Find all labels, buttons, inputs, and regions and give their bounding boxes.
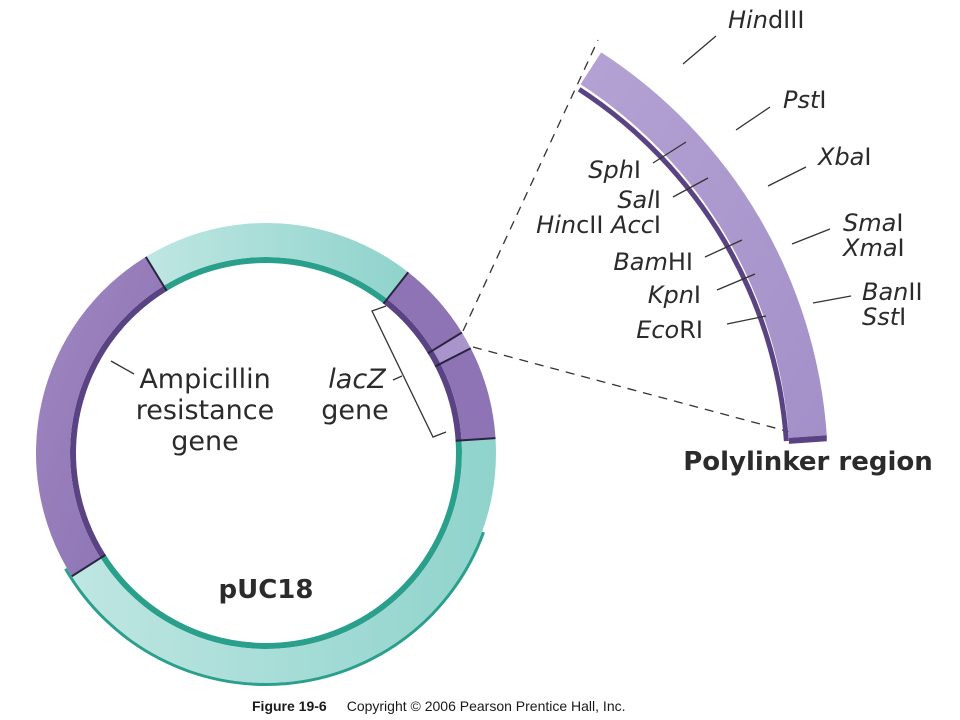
segment-boundary: [144, 256, 168, 292]
label-hincii-acci: HincII AccI: [536, 211, 661, 239]
label-xbai: XbaI: [816, 143, 871, 171]
label-ecori: EcoRI: [636, 316, 703, 344]
polylinker-arc-body: [580, 52, 827, 438]
plasmid-ring: [36, 223, 497, 686]
lacz-bracket: [371, 305, 447, 438]
tick-banii: [812, 295, 852, 304]
lacz-label-line2: gene: [321, 395, 388, 426]
segment-lacz-upper-edge: [383, 298, 433, 354]
label-sphi: SphI: [588, 156, 641, 184]
segment-boundary: [382, 271, 410, 305]
copyright-text: Copyright © 2006 Pearson Prentice Hall, …: [347, 698, 626, 714]
segment-backbone-top-edge: [163, 257, 388, 304]
label-psti: PstI: [783, 86, 826, 114]
label-banii: BanII: [862, 278, 923, 306]
figure-number: Figure 19-6: [252, 698, 327, 714]
figure-caption: Figure 19-6 Copyright © 2006 Pearson Pren…: [252, 698, 626, 714]
zoom-line-bottom: [472, 346, 791, 433]
tick-sphi: [652, 141, 687, 164]
segment-boundary: [434, 347, 472, 368]
lacz-label-line1: lacZ: [328, 364, 386, 395]
amp-leader-line: [110, 360, 135, 375]
zoom-line-top: [462, 39, 599, 332]
tick-sali: [672, 177, 709, 198]
segment-backbone-bottom: [71, 438, 497, 683]
tick-psti: [735, 106, 771, 131]
amp-label-line3: gene: [171, 426, 238, 457]
tick-xbai: [767, 166, 807, 187]
polylinker-title: Polylinker region: [683, 447, 933, 477]
polylinker-arc: [577, 52, 827, 444]
segment-lacz-lower-edge: [435, 363, 462, 441]
label-kpni: KpnI: [648, 281, 701, 309]
segment-lacz-lower: [440, 348, 496, 441]
tick-kpni: [716, 273, 756, 291]
tick-bamhi: [704, 239, 743, 258]
segment-ampicillin: [36, 256, 164, 577]
segment-boundary: [427, 331, 463, 355]
label-sali: SalI: [617, 186, 661, 214]
segment-backbone-top: [145, 223, 409, 299]
enzyme-labels: HindIII PstI XbaI SphI SalI HincII AccI …: [536, 6, 922, 344]
segment-boundary: [455, 437, 496, 442]
amp-label-line1: Ampicillin: [139, 364, 270, 395]
tick-hindiii: [682, 35, 717, 65]
plasmid-name: pUC18: [219, 575, 314, 605]
lacz-bracket-tick: [392, 375, 403, 381]
segment-lacz-upper: [387, 272, 462, 351]
label-bamhi: BamHI: [613, 248, 693, 276]
segment-polylinker: [432, 332, 471, 364]
tick-smai: [791, 228, 831, 245]
segment-polylinker-edge: [427, 350, 441, 367]
amp-label-line2: resistance: [136, 395, 274, 426]
polylinker-arc-endcap: [788, 435, 827, 444]
label-ssti: SstI: [862, 303, 906, 331]
label-smai: SmaI: [843, 209, 903, 237]
label-hindiii: HindIII: [728, 6, 804, 34]
segment-boundary: [71, 553, 107, 578]
tick-ecori: [726, 315, 767, 325]
label-xmai: XmaI: [841, 234, 905, 262]
enzyme-ticks: [652, 35, 852, 325]
